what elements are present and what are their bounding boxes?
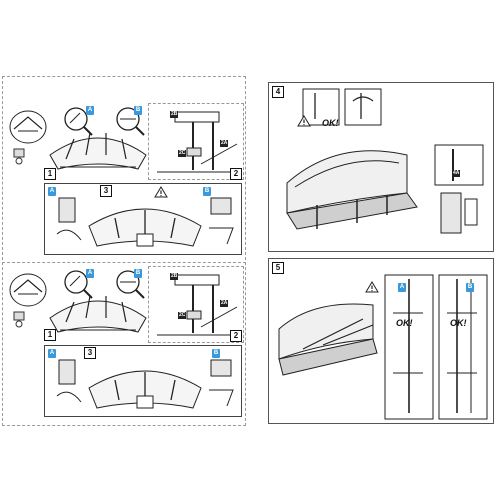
step2-number-upper: 2 [230,168,242,180]
tag-b-step5: B [466,283,474,292]
tag-a-upper-2: A [48,187,56,196]
ok-a-label: OK! [396,318,413,328]
tag-b-lower-1: B [134,269,142,278]
ok-b-label: OK! [450,318,467,328]
tag-b-upper-1: B [134,106,142,115]
panel-insert-left-drawing [56,359,82,403]
tag-a-step5: A [398,283,406,292]
corner-bath-frame-drawing [49,295,147,333]
step4-bath-with-panel-drawing [286,150,418,230]
panel-clip-icon [13,148,25,165]
step5-detail-b-drawing [438,274,488,420]
code-2a-lower: 2A [220,300,229,307]
scissor-divider [2,262,246,263]
panel-insert-left-drawing [56,197,82,241]
step1-panel-lower [6,266,148,339]
step1-panel-upper [6,103,148,176]
ok-top-label: OK! [322,118,339,128]
step5-detail-a-drawing [384,274,434,420]
code-2c-upper: 2C [178,150,187,157]
code-4a: 4A [452,170,461,177]
step3-number-lower: 3 [84,347,96,359]
magnifier-detail-b-icon [116,107,145,136]
step2-number-lower: 2 [230,330,242,342]
tag-b-lower-2: B [212,349,220,358]
tag-a-lower-2: A [48,349,56,358]
bracket-detail-drawing [434,144,484,234]
step5-number: 5 [272,262,284,274]
step4-number: 4 [272,86,284,98]
step3-panel-upper [44,183,242,255]
step1-number-upper: 1 [44,168,56,180]
warning-triangle-icon [154,186,168,198]
step3-bath-panel-drawing [88,208,202,247]
magnifier-detail-b-icon [116,270,145,299]
step4-panel [268,82,494,252]
warning-triangle-icon [365,281,379,293]
panel-clip-icon [13,311,25,328]
step3-panel-lower [44,345,242,417]
magnifier-detail-a-icon [64,107,93,136]
step5-bath-drawing [278,303,378,376]
step5-panel [268,258,494,424]
step3-bath-panel-drawing [88,370,202,409]
tag-a-upper-1: A [86,106,94,115]
code-2c-lower: 2C [178,312,187,319]
corner-bath-frame-drawing [49,132,147,170]
code-2b-upper: 2B [170,111,179,118]
magnifier-detail-a-icon [64,270,93,299]
step3-number-upper: 3 [100,185,112,197]
panel-insert-right-drawing [209,359,234,407]
code-2b-lower: 2B [170,273,179,280]
frame-leg-detail-drawing [157,274,238,336]
panel-insert-right-drawing [209,197,234,245]
bath-corner-closeup-icon [9,110,47,144]
bath-corner-closeup-icon [9,273,47,307]
code-2a-upper: 2A [220,140,229,147]
warning-triangle-icon [297,115,311,127]
step1-number-lower: 1 [44,329,56,341]
tag-a-lower-1: A [86,269,94,278]
tag-b-upper-2: B [203,187,211,196]
top-detail-panel-drawing [302,88,382,126]
